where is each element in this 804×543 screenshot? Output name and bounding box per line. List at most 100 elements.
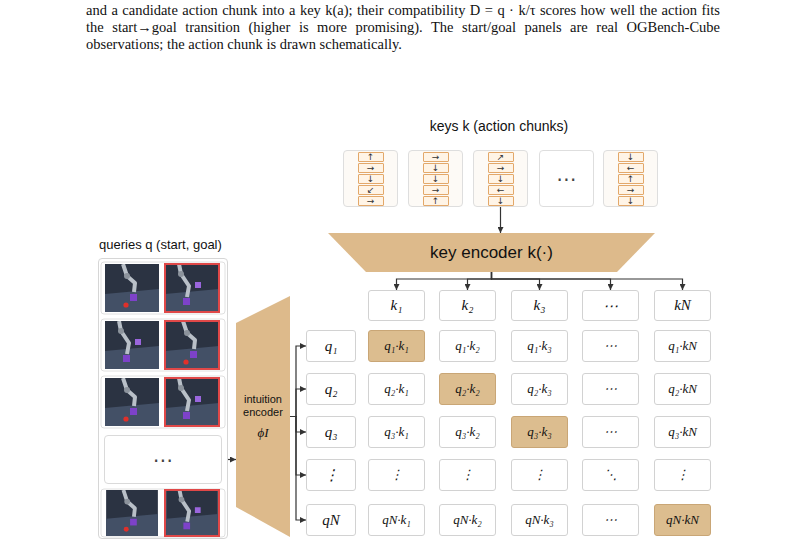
start-image (105, 264, 159, 312)
goal-image (165, 264, 219, 312)
node-text: ↓ (618, 152, 644, 162)
score-cell: q₃·k₁ (368, 416, 425, 448)
query-pair (101, 262, 225, 314)
action-chunk: ↓←↑→↓ (603, 150, 658, 207)
score-cell: ⋯ (582, 330, 639, 362)
node-text: ↓ (423, 163, 449, 173)
score-cell: ⋮ (439, 459, 496, 491)
node-text: ← (618, 163, 644, 173)
ellipsis-box: ⋯ (104, 435, 222, 484)
start-image (106, 490, 158, 536)
trapezoid-fill (328, 233, 655, 272)
goal-outline (165, 490, 219, 536)
node-text: q₁ (325, 338, 338, 355)
node-text: ⋯ (603, 297, 618, 315)
score-cell: q₂·k₃ (511, 373, 568, 405)
goal-image (166, 490, 218, 536)
pair-frame (101, 489, 225, 537)
node-text: q₁·k₃ (527, 338, 552, 354)
query-pair (101, 376, 225, 428)
node-text: q₁·kN (668, 338, 697, 354)
arrow-connector (290, 417, 306, 521)
action-chunk: ↑→↓↙→ (343, 150, 398, 207)
matched-score-cell: q₂·k₂ (439, 373, 496, 405)
score-cell: q₁·kN (654, 330, 711, 362)
arrow-connector (397, 272, 492, 290)
node-text: qN (322, 512, 340, 529)
arrow-connector (468, 272, 492, 290)
score-cell: ⋯ (582, 373, 639, 405)
query-header: ⋮ (306, 459, 356, 491)
query-pair (101, 489, 225, 537)
node-text: k₃ (534, 297, 546, 314)
node-text: ⋯ (604, 338, 617, 354)
score-cell: ⋮ (368, 459, 425, 491)
matched-score-cell: q₃·k₃ (511, 416, 568, 448)
score-cell: ⋯ (582, 504, 639, 536)
intuition-encoder: intuition encoderϕI (236, 296, 290, 537)
encoder-label: ϕI (255, 425, 270, 441)
node-text: ⋮ (390, 467, 403, 483)
node-text: ↓ (618, 196, 644, 206)
node-text: q₂·kN (668, 381, 697, 397)
node-text: ⋮ (461, 467, 474, 483)
node-text: ↗ (488, 152, 514, 162)
trapezoid-fill (236, 296, 290, 537)
action-chunk: ↗→↓←↓ (473, 150, 528, 207)
node-text: → (358, 163, 384, 173)
score-cell: ⋱ (582, 459, 639, 491)
query-header: q₂ (306, 373, 356, 405)
start-image (105, 378, 159, 426)
arrow-connector (492, 272, 540, 290)
node-text: ⋯ (604, 512, 617, 528)
score-cell: ⋮ (511, 459, 568, 491)
score-cell: ⋮ (654, 459, 711, 491)
node-text: ⋱ (604, 467, 617, 483)
key-header: ⋯ (582, 290, 639, 321)
node-text: → (358, 196, 384, 206)
goal-outline (165, 264, 219, 312)
node-text: ⋮ (533, 467, 546, 483)
node-text: q₃·k₂ (455, 424, 480, 440)
goal-outline (165, 378, 219, 426)
arrow-connector (290, 417, 306, 476)
node-text: q₁·k₂ (455, 338, 480, 354)
score-cell: q₂·kN (654, 373, 711, 405)
node-text: → (423, 185, 449, 195)
action-chunk: →↓↓→↑ (408, 150, 463, 207)
pair-frame (101, 262, 225, 314)
node-text: q₁·k₁ (384, 338, 409, 354)
arrow-connector (500, 207, 501, 233)
key-header: k₃ (511, 290, 568, 321)
matched-score-cell: q₁·k₁ (368, 330, 425, 362)
node-text: → (618, 185, 644, 195)
node-text: ↓ (488, 196, 514, 206)
score-cell: qN·k₁ (368, 504, 425, 536)
node-text: k₂ (462, 297, 474, 314)
key-header: kN (654, 290, 711, 321)
arrow-connector (290, 346, 306, 417)
goal-image (165, 378, 219, 426)
ellipsis-box: ⋯ (539, 150, 594, 207)
section-label: keys k (action chunks) (343, 118, 655, 134)
key-encoder: key encoder k(·) (328, 233, 655, 272)
panel-heading: queries q (start, goal) (99, 237, 222, 252)
node-text: k₁ (391, 297, 403, 314)
figure-caption: and a candidate action chunk into a key … (86, 2, 720, 53)
pair-frame (101, 376, 225, 428)
arrow-connector (290, 389, 306, 417)
node-text: q₃ (325, 424, 338, 441)
node-text: ↓ (423, 174, 449, 184)
node-text: ⋯ (604, 424, 617, 440)
node-text: qN·k₂ (453, 512, 482, 528)
query-header: q₁ (306, 330, 356, 362)
node-text: → (488, 163, 514, 173)
node-text: ⋯ (604, 381, 617, 397)
node-text: q₃·k₁ (384, 424, 409, 440)
node-text: qN·k₁ (382, 512, 411, 528)
node-text: → (423, 152, 449, 162)
goal-image (165, 321, 219, 369)
